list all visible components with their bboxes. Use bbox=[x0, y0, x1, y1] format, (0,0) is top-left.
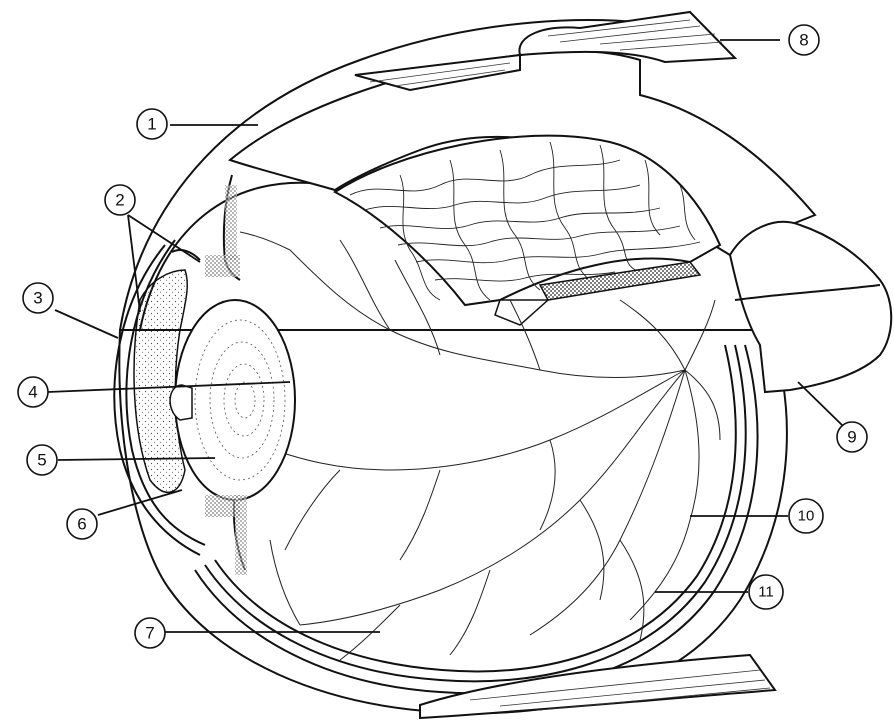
svg-text:6: 6 bbox=[77, 515, 86, 534]
callout-2: 2 bbox=[105, 185, 135, 215]
inferior-muscle bbox=[420, 655, 775, 718]
callout-1: 1 bbox=[137, 109, 167, 139]
callout-7: 7 bbox=[135, 618, 165, 648]
svg-text:5: 5 bbox=[37, 451, 46, 470]
svg-text:10: 10 bbox=[798, 508, 815, 525]
callout-6: 6 bbox=[67, 509, 97, 539]
svg-text:9: 9 bbox=[847, 428, 856, 447]
callout-5: 5 bbox=[27, 445, 57, 475]
lens bbox=[175, 300, 295, 500]
svg-text:11: 11 bbox=[758, 584, 774, 601]
svg-text:1: 1 bbox=[147, 115, 156, 134]
optic-nerve bbox=[730, 222, 891, 392]
callout-10: 10 bbox=[789, 499, 823, 533]
ciliary-zonule-lower bbox=[205, 495, 240, 517]
svg-text:7: 7 bbox=[145, 624, 154, 643]
svg-text:8: 8 bbox=[799, 31, 808, 50]
choroid-strip-upper bbox=[225, 185, 237, 260]
choroid-strip-lower bbox=[235, 495, 247, 575]
svg-text:3: 3 bbox=[33, 289, 42, 308]
svg-text:2: 2 bbox=[115, 191, 124, 210]
callout-3: 3 bbox=[23, 283, 53, 313]
callout-8: 8 bbox=[789, 25, 819, 55]
callout-4: 4 bbox=[18, 377, 48, 407]
callout-11: 11 bbox=[749, 575, 783, 609]
svg-text:4: 4 bbox=[28, 383, 37, 402]
leader-9 bbox=[798, 382, 842, 425]
leader-3 bbox=[55, 310, 118, 338]
callout-9: 9 bbox=[837, 422, 867, 452]
leader-6 bbox=[98, 490, 182, 515]
